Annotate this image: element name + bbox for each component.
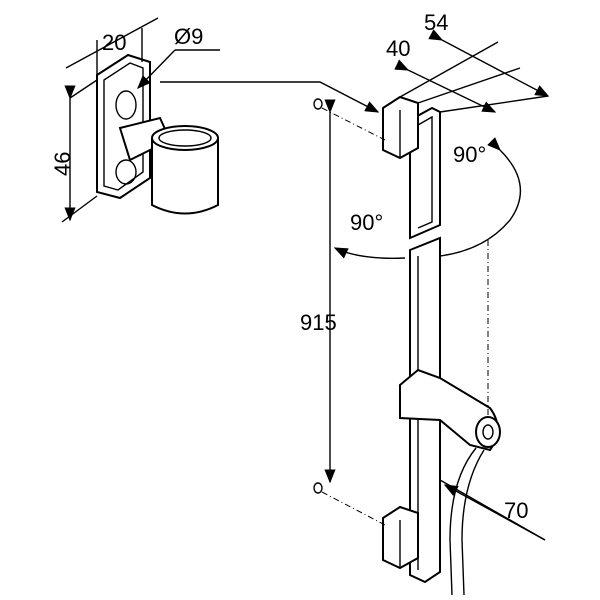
wall-hole-bottom — [313, 482, 323, 494]
rotation-left-label: 90° — [350, 210, 383, 235]
wall-hole-top — [313, 98, 323, 110]
slider-offset-label: 70 — [504, 498, 528, 523]
bracket-height-label: 46 — [50, 152, 75, 176]
holder-outer-label: 54 — [424, 10, 448, 35]
rotation-right-label: 90° — [453, 142, 486, 167]
wall-bracket-detail: 20 Ø9 46 — [50, 17, 220, 223]
leader-line — [160, 81, 380, 113]
shower-rail — [382, 95, 501, 596]
bracket-hole-label: Ø9 — [174, 24, 203, 49]
bracket-depth-label: 20 — [102, 30, 126, 55]
holder-inner-label: 40 — [386, 36, 410, 61]
rail-length-label: 915 — [300, 310, 337, 335]
